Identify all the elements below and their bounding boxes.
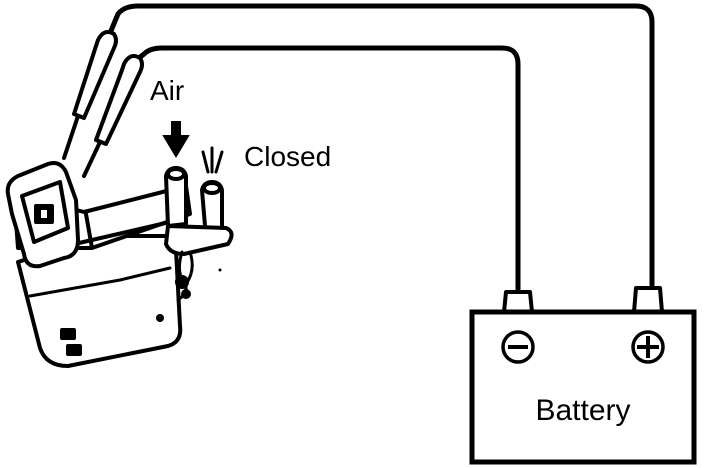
vacuum-switching-valve [5,161,234,368]
negative-terminal [502,290,534,314]
battery-label: Battery [535,394,630,427]
probe-left [62,30,118,160]
positive-terminal [632,286,664,314]
closed-indicator-icon [201,146,224,174]
wire-positive [105,3,655,288]
probe-right [82,54,144,178]
minus-sign-icon [501,330,535,364]
air-label: Air [150,75,184,106]
wire-negative [131,45,521,293]
battery: Battery [469,286,697,465]
plus-sign-icon [631,330,665,364]
closed-label: Closed [244,141,331,172]
battery-body [469,309,697,465]
air-arrow-icon [162,121,190,158]
